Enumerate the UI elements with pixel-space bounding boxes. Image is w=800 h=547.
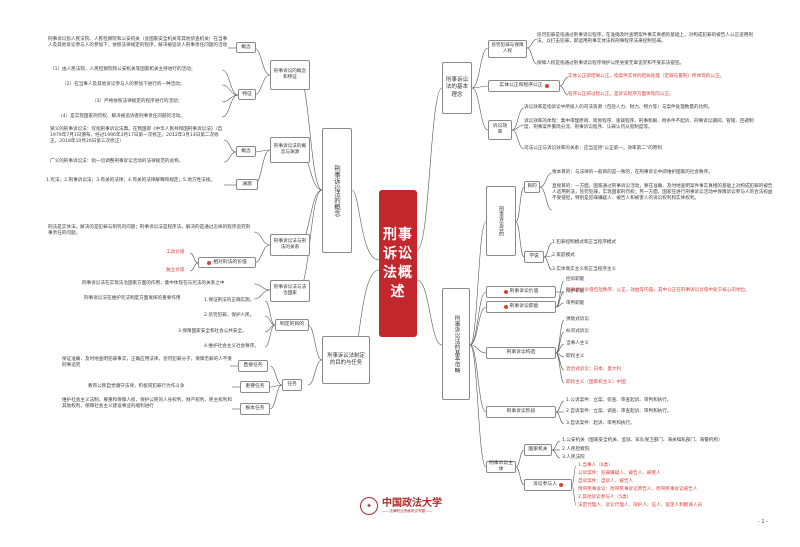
text-structure-2: 纠问式诉讼 <box>566 329 589 334</box>
text-part-3: 自诉案件：自诉人、被告人 <box>578 479 634 484</box>
text-feature-1: （1）由人民法院、人民检察院和公安机关等国家机关主持进行的活动； <box>50 67 196 72</box>
node-fundamental-task[interactable]: 根本任务 <box>240 403 270 415</box>
text-structure-1: 弹劾式诉讼 <box>566 317 589 322</box>
text-fair-2: 程序公正即过程公正，是诉讼程序方面体现的公正。 <box>568 92 674 97</box>
logo-name: 中国政法大学 <box>382 498 442 509</box>
node-participant[interactable]: 诉讼参与人 <box>524 479 572 491</box>
node-relation-criminal-law[interactable]: 刑事诉讼法与刑法的关系 <box>270 234 310 256</box>
text-eff-3: 司法公正与诉讼效率的关系：应当坚持“公正第一，效率第二”的原则 <box>524 146 662 151</box>
node-function[interactable]: 刑事诉讼职能 <box>486 301 556 313</box>
text-punish-1: 惩罚犯罪是指通过刑事诉讼程序，在准确及时查明案件事实真相的基础上，对构成犯罪的被… <box>537 33 753 45</box>
node-purpose-theory[interactable]: 刑事诉讼目的 <box>486 186 516 256</box>
text-stage-1: 1.公诉案件：立案、侦查、审查起诉、审判和执行。 <box>566 398 672 403</box>
text-part-4: 附带民事诉讼：附带民事诉讼原告人、附带民事诉讼被告人 <box>578 487 698 492</box>
node-fairness[interactable]: 实体公正和程序公正 <box>488 80 560 92</box>
text-stage-3: 3.自诉案件：起诉、审判和执行。 <box>566 421 635 426</box>
text-important-task: 教育公民自觉遵守法律，积极同犯罪行为作斗争 <box>88 384 185 389</box>
text-purpose-4: 4.维护社会主义社会秩序。 <box>204 344 259 349</box>
node-concept-features[interactable]: 刑事诉讼的概念和特征 <box>270 60 310 90</box>
node-structure[interactable]: 刑事诉讼构造 <box>486 347 556 359</box>
text-structure-6: 职权主义（国家权主义）中国 <box>566 380 626 385</box>
node-subject[interactable]: 刑事诉讼主体 <box>486 461 516 473</box>
text-organ-2: 2.人民检察院 <box>562 447 590 452</box>
node-efficiency[interactable]: 诉讼效率 <box>488 120 512 140</box>
text-structure-4: 职权主义 <box>566 354 585 359</box>
text-state-1: 刑事诉讼法在实现法治国家方面的作用，集中体现在与宪法的关系之中 <box>82 281 225 286</box>
text-function-1: 控诉职能 <box>566 277 585 282</box>
text-feature-2: （2）在当事人及其他诉讼参与人的参加下进行的一种活动； <box>62 82 185 87</box>
seal-icon: ✦ <box>360 497 378 515</box>
text-fair-1: 实体公正即结果公正，指案件实体的结局处理（定罪与量刑）所体现的公正。 <box>568 74 725 79</box>
text-direct-task: 保证准确、及时地查明犯罪事实，正确应用法律，惩罚犯罪分子，保障无罪的人不受刑事追… <box>62 357 232 369</box>
node-law-concept-label[interactable]: 概念 <box>236 146 256 157</box>
text-part-1: 1.当事人（6类） <box>578 463 613 468</box>
text-structure-5: 混合式诉讼：日本、意大利 <box>566 367 622 372</box>
node-goal[interactable]: 目的 <box>524 181 540 193</box>
text-broad-law: 广义的刑事诉讼法：指一切调整刑事诉讼活动的法律规范的总称。 <box>50 159 184 164</box>
text-stage-2: 2.自诉案件：立案、调查、审查起诉、审判和执行。 <box>566 409 672 414</box>
node-feature-label[interactable]: 特征 <box>238 89 256 100</box>
node-value[interactable]: 刑事诉讼价值 <box>486 286 556 298</box>
text-theory-2: 2.家庭模式 <box>552 253 575 258</box>
logo-subtitle: ——法律职业资格考试专题—— <box>382 509 433 513</box>
node-direct-task[interactable]: 直接任务 <box>238 360 268 372</box>
text-organ-3: 3.人民法院 <box>562 455 585 460</box>
text-independent-value: 独立价值 <box>166 268 185 273</box>
node-important-task[interactable]: 重要任务 <box>240 381 270 393</box>
text-eff-2: 诉讼效率的体现：集中审理原则、简易程序、速裁程序、刑事和解、附条件不起诉、刑事诉… <box>524 119 754 131</box>
text-goal-direct: 直接目的：一方面，国家通过刑事诉讼活动，要在准确、及时地查明案件事实真相的基础上… <box>552 184 773 202</box>
text-part-6: 法定代理人、诉讼代理人、辩护人、证人、鉴定人和翻译人员 <box>578 503 703 508</box>
text-relation: 刑法是实体法。解决的是犯罪与刑罚的问题；刑事诉讼法是程序法，解决的是通过怎样的程… <box>48 225 251 237</box>
text-narrow-law: 狭义的刑事诉讼法：仅指刑事诉讼法典。在我国即《中华人民共和国刑事诉讼法》（自19… <box>50 127 223 145</box>
node-task-label[interactable]: 任务 <box>282 379 302 391</box>
text-part-2: 公诉案件：犯罪嫌疑人、被告人、被害人 <box>578 471 661 476</box>
text-tool-value: 工具价值 <box>166 250 185 255</box>
node-law-concept-source[interactable]: 刑事诉讼法的概念与渊源 <box>270 137 310 163</box>
text-theory-3: 3.实体真实主义和正当程序主义 <box>552 267 617 272</box>
node-state-organ[interactable]: 国家机关 <box>524 444 552 456</box>
node-basic-scope[interactable]: 刑事诉讼法的基本范畴 <box>442 288 470 400</box>
text-organ-1: 1.公安机关（国家安全机关、监狱、军队保卫部门、海关缉私部门、海警机构） <box>562 438 723 443</box>
text-state-2: 刑事诉讼法在维护宪法制度方面发挥的重要作用 <box>84 296 181 301</box>
text-value: 刑事诉讼价值包括秩序、公正、效益等内容，其中公正在刑事诉讼价值中处于核心的地位。 <box>566 288 750 293</box>
node-theory[interactable]: 学说 <box>524 251 544 263</box>
text-feature-3: （3）严格依照法律规定的程序进行的活动； <box>92 99 183 104</box>
node-basic-idea[interactable]: 刑事诉讼法的基本理念 <box>442 62 472 114</box>
text-theory-1: 1.犯罪控制模式和正当程序模式 <box>552 240 617 245</box>
node-source-label[interactable]: 渊源 <box>236 179 258 190</box>
text-purpose-1: 1.保证刑法的正确实施。 <box>204 298 255 303</box>
node-punish-protect[interactable]: 惩罚犯罪与保障人权 <box>488 40 527 58</box>
text-purpose-2: 2.惩罚犯罪，保护人民。 <box>204 313 255 318</box>
node-purpose-main[interactable]: 刑事诉讼法制定的目的与任务 <box>322 336 370 384</box>
text-feature-4: （4）是实现国家刑罚权、解决被追诉者刑事责任问题的活动。 <box>58 114 185 119</box>
node-purpose-label[interactable]: 制定的目的 <box>275 319 309 331</box>
text-function-2: 辩护职能 <box>566 289 585 294</box>
text-function-3: 审判职能 <box>566 301 585 306</box>
text-concept: 刑事诉讼指人民法院、人民检察院和公安机关（含国家安全机关等其他侦查机关）在当事人… <box>48 37 228 49</box>
text-sources: 1.宪法；2.刑事诉讼法；3.有关的法律；4.有关的法律解释和规定；5.地方性法… <box>46 178 215 183</box>
text-purpose-3: 3.保障国家安全和社会公共安全。 <box>178 329 247 334</box>
node-concept-label[interactable]: 概念 <box>236 42 256 53</box>
text-punish-2: 保障人权是指通过刑事诉讼程序保护公民免受无辜追究和不受非法侵犯。 <box>537 61 685 66</box>
logo: ✦ 中国政法大学 ——法律职业资格考试专题—— <box>360 497 442 515</box>
text-structure-3: 当事人主义 <box>566 341 589 346</box>
text-goal-root: 根本目的：与法律的一般目的是一致的，在刑事诉讼中即维护国家的社会秩序。 <box>552 170 713 175</box>
node-stage[interactable]: 刑事诉讼阶段 <box>486 406 556 418</box>
text-eff-1: 诉讼效率是指诉讼中所投入的司法资源（包括人力、财力、物力等）与案件处理数量的比例… <box>524 105 713 110</box>
node-value-label[interactable]: 相对刑法的价值 <box>198 257 256 268</box>
node-concept-main[interactable]: 刑事诉讼法的概念 <box>322 128 352 253</box>
node-state-rule-of-law[interactable]: 刑事诉讼法与法治国家 <box>270 280 310 302</box>
page-number: - 1 - <box>758 519 768 525</box>
map-title: 刑事诉讼法概述 <box>379 190 417 337</box>
text-part-5: 2.其他诉讼参与人（5类） <box>578 495 632 500</box>
text-fundamental-task: 维护社会主义法制，尊重和保障人权，保护公民的人身权利、财产权利、民主权利和其他权… <box>62 398 232 410</box>
